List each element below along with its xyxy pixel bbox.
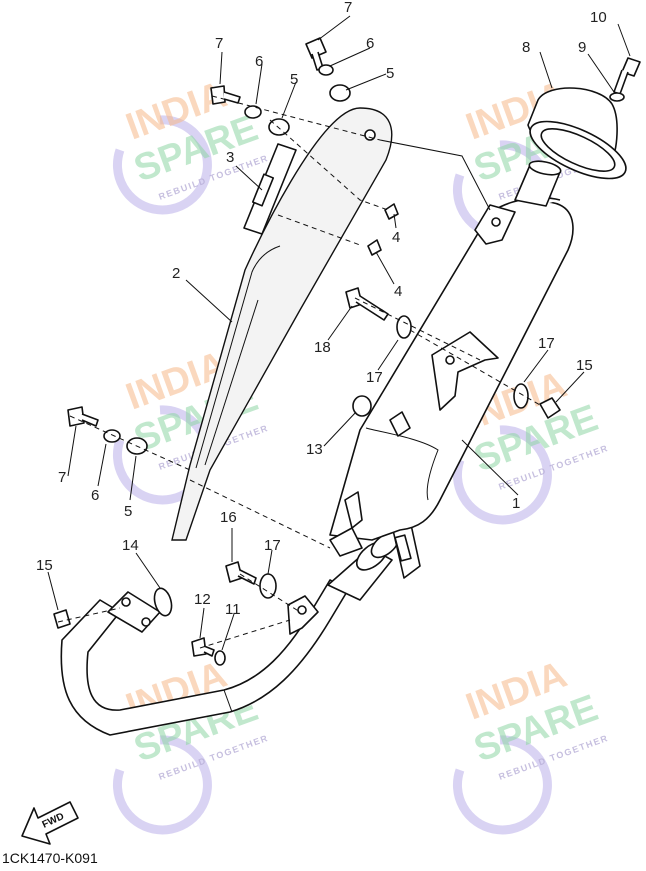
callout-3: 3 [226, 149, 234, 166]
callout-4-upper: 4 [392, 229, 400, 246]
callout-17-center: 17 [366, 369, 383, 386]
muffler-end-cap [527, 87, 627, 180]
callout-15-left: 15 [36, 557, 53, 574]
exhaust-pipe [60, 519, 421, 736]
bolt-16 [225, 561, 257, 585]
damper-5-upper [329, 84, 351, 102]
clip-13 [389, 411, 411, 437]
bolt-7-left [210, 85, 241, 105]
collar-6-lower [103, 429, 121, 443]
callout-6-lower: 6 [91, 487, 99, 504]
nut-4-upper [384, 203, 399, 220]
collar-6-left [244, 105, 262, 119]
callout-11: 11 [225, 601, 241, 618]
nut-4-lower [367, 239, 382, 256]
washer-11 [214, 650, 226, 666]
bolt-7-lower-left [67, 406, 99, 427]
muffler-stay [431, 331, 499, 411]
callout-18: 18 [314, 339, 331, 356]
heat-shield [171, 107, 393, 541]
callout-4-lower: 4 [394, 283, 402, 300]
diagram-code: 1CK1470-K091 [2, 850, 98, 866]
callout-5-lower: 5 [124, 503, 132, 520]
nut-15-right [539, 397, 561, 419]
callout-15-right: 15 [576, 357, 593, 374]
callout-7-lower: 7 [58, 469, 66, 486]
bolt-12 [191, 637, 215, 657]
callout-leaders [47, 15, 631, 651]
washer-17-right [513, 383, 529, 409]
callout-17-right: 17 [538, 335, 555, 352]
washer-17-center [396, 315, 412, 339]
damper-13 [352, 395, 372, 417]
callout-5-left: 5 [290, 71, 298, 88]
callout-1: 1 [512, 495, 520, 512]
protector-bracket [243, 143, 297, 235]
watermark-bottom-right: INDIA SPARE REBUILD TOGETHER [452, 654, 610, 835]
assembly-lines [57, 95, 541, 649]
callout-2: 2 [172, 265, 180, 282]
callout-16: 16 [220, 509, 237, 526]
callout-7-upper: 7 [344, 0, 352, 16]
gasket-14 [153, 587, 173, 617]
fwd-arrow-icon: FWD [21, 801, 79, 845]
callout-10: 10 [590, 9, 607, 26]
callout-13: 13 [306, 441, 323, 458]
callout-7-left: 7 [215, 35, 223, 52]
washer-9 [609, 92, 625, 102]
callout-9: 9 [578, 39, 586, 56]
watermark-top-left: INDIA SPARE REBUILD TOGETHER [112, 74, 270, 215]
callout-8: 8 [522, 39, 530, 56]
nut-15-left [53, 609, 71, 629]
washer-17-lower [259, 573, 277, 599]
callout-14: 14 [122, 537, 139, 554]
callout-6-left: 6 [255, 53, 263, 70]
callout-17-lower: 17 [264, 537, 281, 554]
callout-labels: 1 2 3 4 4 5 5 5 6 6 6 7 7 7 8 9 10 11 12… [36, 0, 607, 618]
collar-6-upper [318, 64, 334, 76]
callout-5-upper: 5 [386, 65, 394, 82]
callout-6-upper: 6 [366, 35, 374, 52]
callout-12: 12 [194, 591, 211, 608]
bolt-10 [613, 57, 641, 95]
